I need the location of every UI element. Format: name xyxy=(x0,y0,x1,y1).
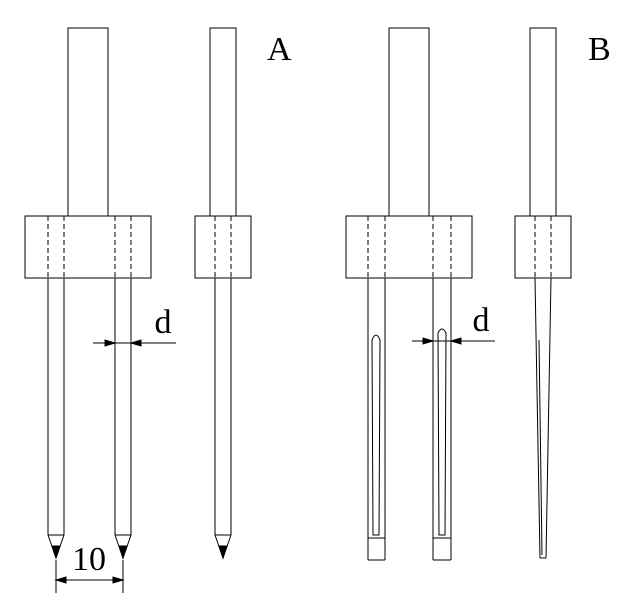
hidden-bore-lines xyxy=(47,216,132,278)
diameter-dimension-a: d xyxy=(93,304,176,347)
tapered-needle xyxy=(534,277,552,559)
spacing-dimension: 10 xyxy=(54,541,125,593)
double-probe-assembly-b xyxy=(345,27,473,561)
panel-a: 10 d A xyxy=(24,27,292,593)
panel-b: d B xyxy=(345,27,611,561)
needle-left xyxy=(47,278,65,560)
diameter-dimension-b: d xyxy=(412,302,495,345)
clamp-block xyxy=(514,215,572,279)
clamp-block xyxy=(24,215,152,279)
clamp-block xyxy=(194,215,252,279)
slotted-probe-right xyxy=(432,278,452,561)
handle-shaft xyxy=(388,27,430,217)
diameter-dimension-label-a: d xyxy=(155,304,172,341)
spacing-dimension-label: 10 xyxy=(72,541,106,578)
panel-b-label: B xyxy=(588,31,611,68)
panel-a-label: A xyxy=(267,31,292,68)
needle-single xyxy=(214,278,232,560)
hidden-bore-lines xyxy=(367,216,452,278)
handle-shaft xyxy=(209,27,237,217)
diameter-dimension-label-b: d xyxy=(473,302,490,339)
single-probe-assembly-a xyxy=(194,27,252,560)
double-probe-assembly-a xyxy=(24,27,152,560)
tapered-probe-assembly-b xyxy=(514,27,572,559)
handle-shaft xyxy=(529,27,557,217)
needle-right xyxy=(114,278,132,560)
handle-shaft xyxy=(67,27,109,217)
slotted-probe-left xyxy=(367,278,386,561)
clamp-block xyxy=(345,215,473,279)
